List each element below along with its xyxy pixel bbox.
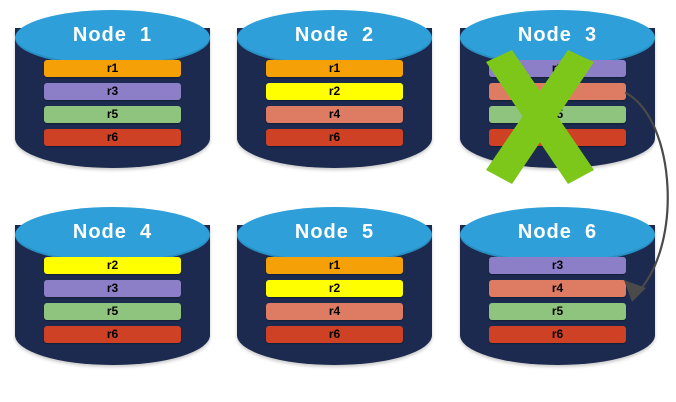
record-bar[interactable]: r2 xyxy=(266,280,403,297)
cylinder-top xyxy=(237,10,432,66)
record-bar[interactable]: r6 xyxy=(266,129,403,146)
node-label: Node 1 xyxy=(72,24,153,46)
record-bar[interactable]: r6 xyxy=(266,326,403,343)
record-list: r1 r2 r4 r6 xyxy=(266,257,403,349)
record-bar[interactable]: r5 xyxy=(44,303,181,320)
node-cylinder-node-5[interactable]: Node 5 r1 r2 r4 r6 xyxy=(237,205,432,383)
record-bar[interactable]: r4 xyxy=(266,106,403,123)
record-list: r1 r3 r5 r6 xyxy=(44,60,181,152)
node-cylinder-node-3[interactable]: Node 3 r3 r4 r5 r6 xyxy=(460,8,655,186)
cylinder-top xyxy=(460,207,655,263)
node-cylinder-node-1[interactable]: Node 1 r1 r3 r5 r6 xyxy=(15,8,210,186)
record-list: r3 r4 r5 r6 xyxy=(489,257,626,349)
record-bar[interactable]: r2 xyxy=(266,83,403,100)
node-label: Node 5 xyxy=(294,221,375,243)
record-bar[interactable]: r3 xyxy=(489,60,626,77)
record-bar[interactable]: r3 xyxy=(44,280,181,297)
record-bar[interactable]: r1 xyxy=(266,60,403,77)
record-bar[interactable]: r4 xyxy=(489,83,626,100)
record-bar[interactable]: r5 xyxy=(489,303,626,320)
record-bar[interactable]: r4 xyxy=(266,303,403,320)
node-cylinder-node-6[interactable]: Node 6 r3 r4 r5 r6 xyxy=(460,205,655,383)
node-cylinder-node-2[interactable]: Node 2 r1 r2 r4 r6 xyxy=(237,8,432,186)
node-label: Node 2 xyxy=(294,24,375,46)
record-bar[interactable]: r1 xyxy=(266,257,403,274)
cylinder-top xyxy=(237,207,432,263)
record-bar[interactable]: r5 xyxy=(44,106,181,123)
record-bar[interactable]: r4 xyxy=(489,280,626,297)
record-bar[interactable]: r3 xyxy=(489,257,626,274)
record-list: r1 r2 r4 r6 xyxy=(266,60,403,152)
node-cylinder-node-4[interactable]: Node 4 r2 r3 r5 r6 xyxy=(15,205,210,383)
record-bar[interactable]: r1 xyxy=(44,60,181,77)
record-bar[interactable]: r6 xyxy=(44,129,181,146)
record-list: r2 r3 r5 r6 xyxy=(44,257,181,349)
node-label: Node 3 xyxy=(517,24,598,46)
record-bar[interactable]: r6 xyxy=(489,326,626,343)
node-label: Node 6 xyxy=(517,221,598,243)
cylinder-top xyxy=(15,10,210,66)
record-bar[interactable]: r2 xyxy=(44,257,181,274)
node-label: Node 4 xyxy=(72,221,153,243)
record-bar[interactable]: r5 xyxy=(489,106,626,123)
record-bar[interactable]: r6 xyxy=(44,326,181,343)
cylinder-top xyxy=(15,207,210,263)
record-bar[interactable]: r3 xyxy=(44,83,181,100)
record-bar[interactable]: r6 xyxy=(489,129,626,146)
record-list: r3 r4 r5 r6 xyxy=(489,60,626,152)
